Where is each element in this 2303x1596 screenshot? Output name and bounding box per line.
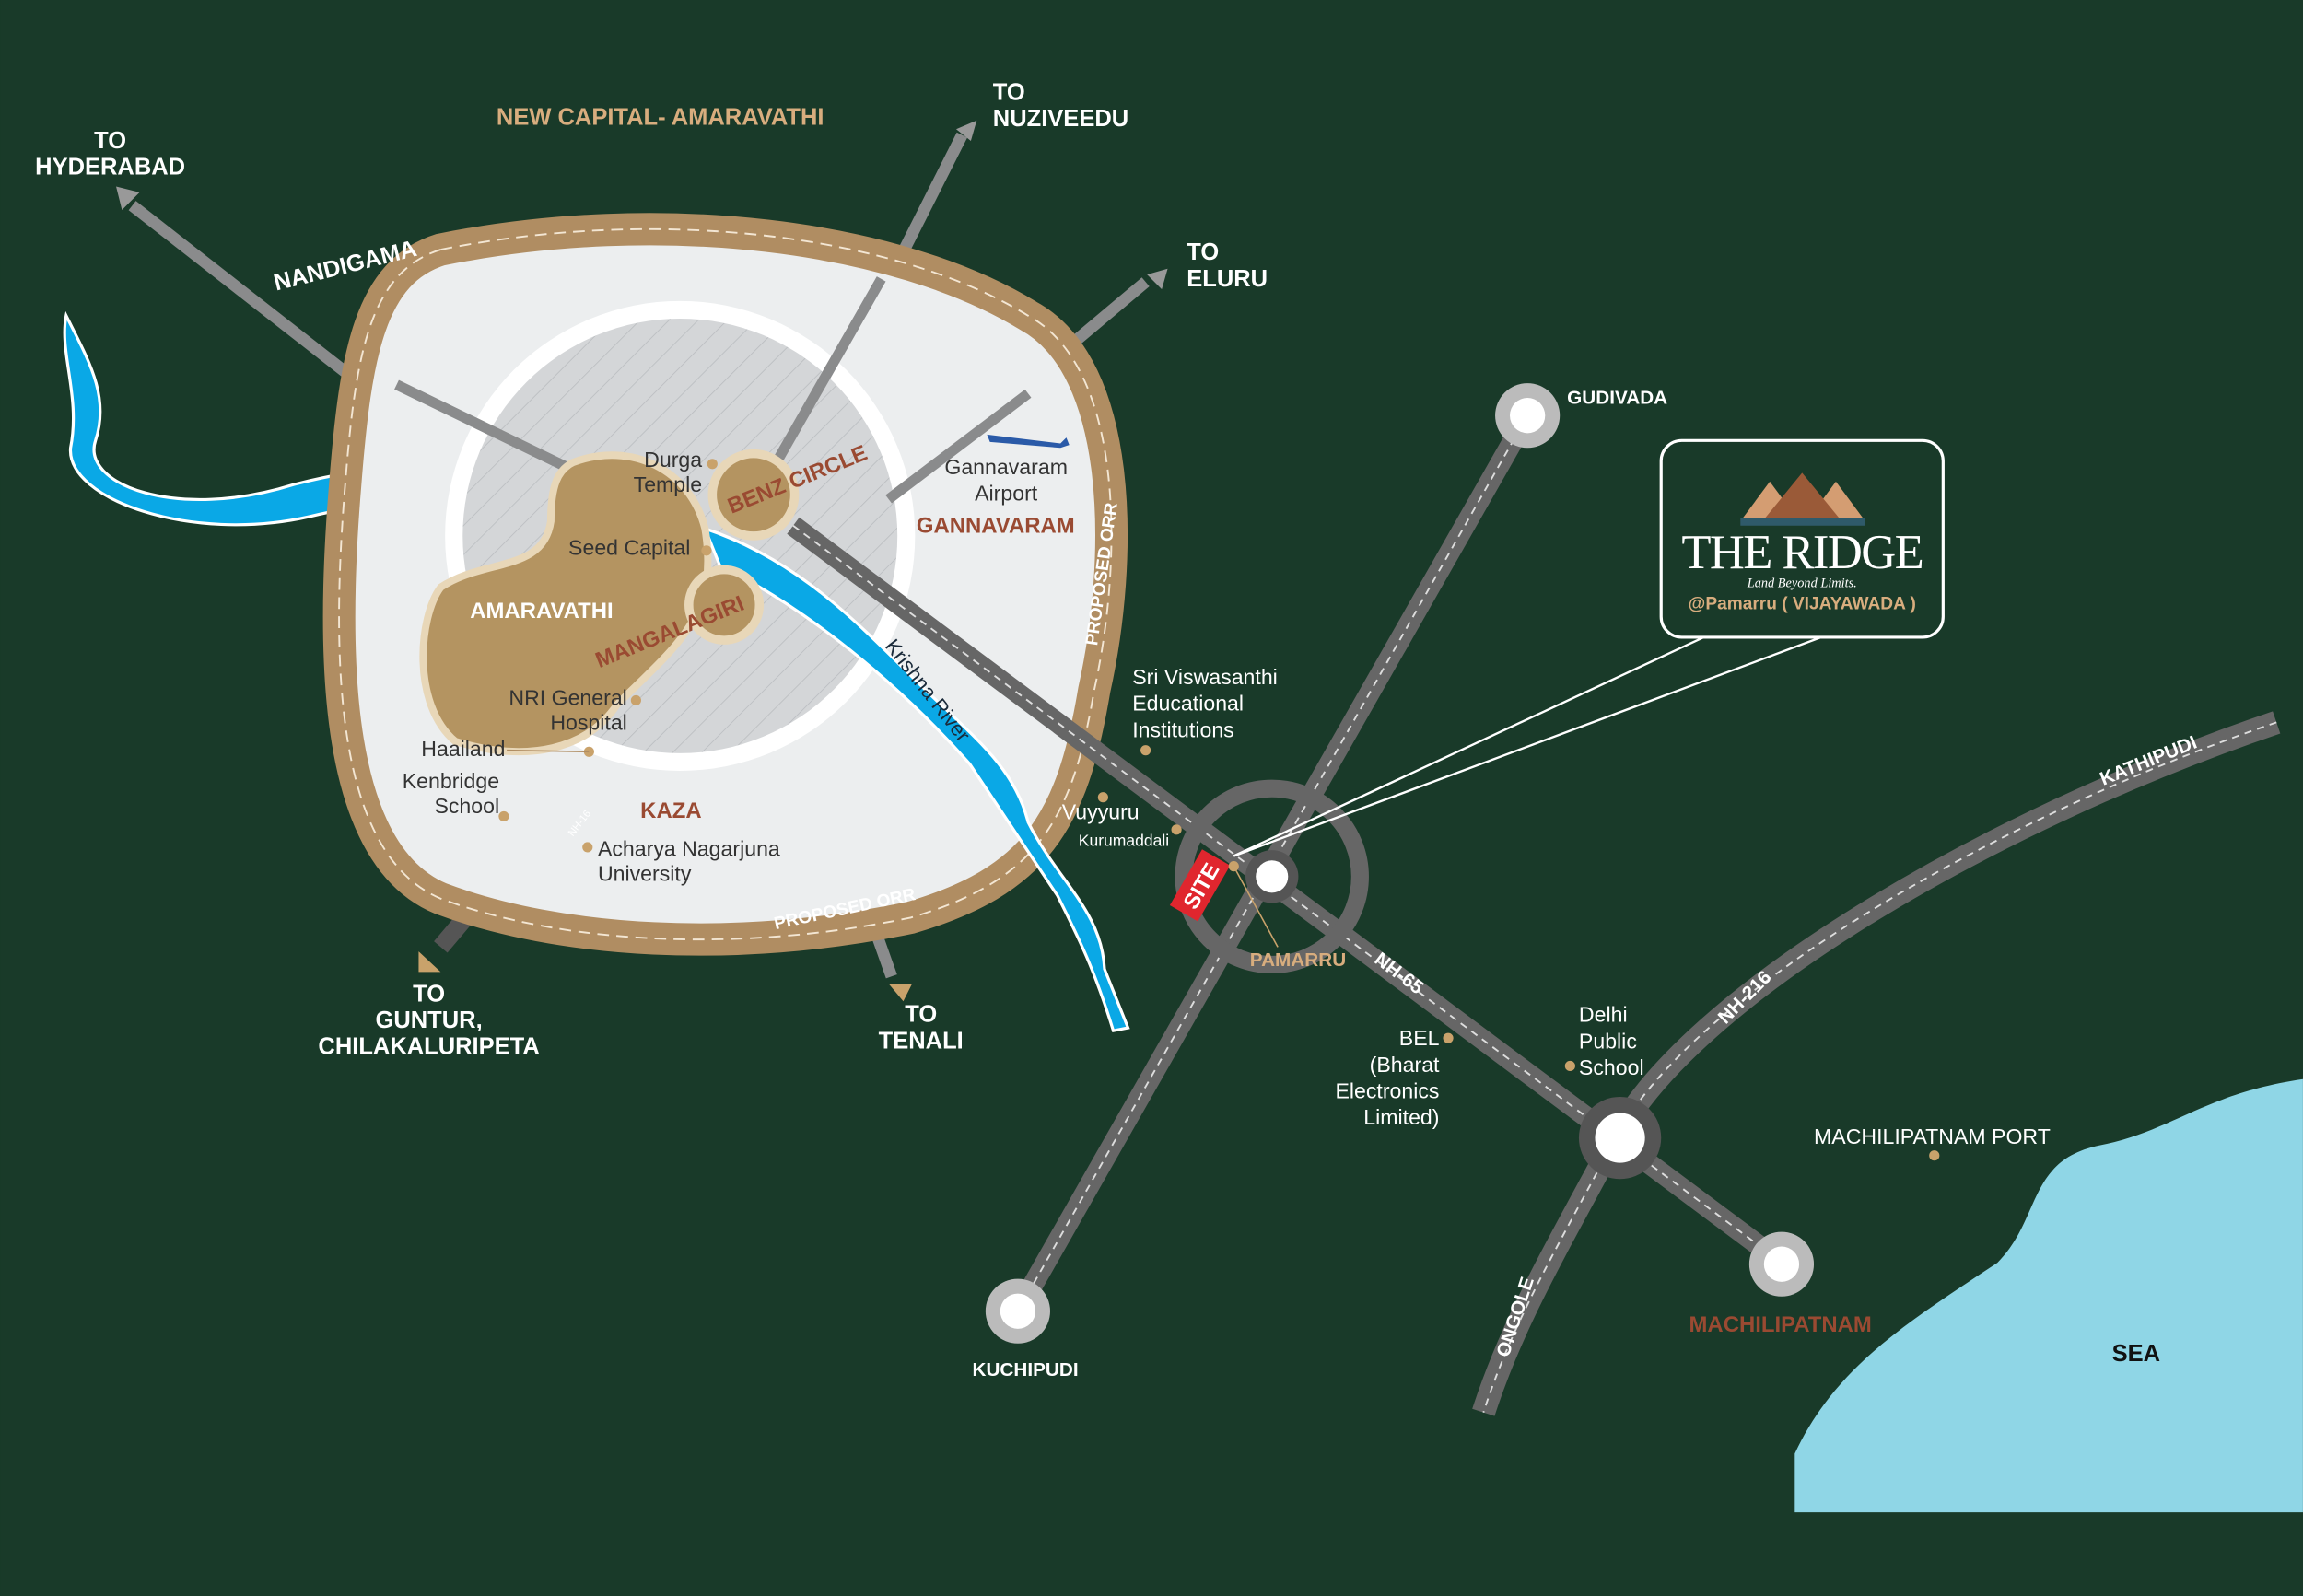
junction-markers: [985, 383, 1815, 1344]
vuyyuru-label: Vuyyuru: [1062, 800, 1140, 824]
map-title: NEW CAPITAL- AMARAVATHI: [497, 105, 824, 131]
sea: [1794, 1078, 2303, 1513]
seed-capital-label: Seed Capital: [568, 536, 690, 560]
mountain-logo-icon: [1740, 472, 1865, 526]
gannavaram-label: GANNAVARAM: [917, 514, 1075, 539]
logo-name: THE RIDGE: [1681, 526, 1923, 579]
amaravathi-region: [419, 451, 712, 756]
kurumaddali-label: Kurumaddali: [1079, 831, 1169, 849]
haailand-label: Haailand: [421, 737, 505, 761]
project-logo-callout[interactable]: THE RIDGE Land Beyond Limits. @Pamarru (…: [1233, 438, 1945, 857]
kuchipudi-label: KUCHIPUDI: [972, 1359, 1078, 1380]
logo-location: @Pamarru ( VIJAYAWADA ): [1689, 595, 1916, 614]
machilipatnam-label: MACHILIPATNAM: [1689, 1312, 1872, 1337]
machilipatnam-port-label: MACHILIPATNAM PORT: [1814, 1124, 2051, 1148]
kaza-label: KAZA: [640, 798, 701, 823]
logo-tagline: Land Beyond Limits.: [1747, 577, 1857, 591]
pamarru-roundabout: [1175, 779, 1369, 974]
pamarru-label: PAMARRU: [1250, 949, 1346, 971]
gudivada-label: GUDIVADA: [1567, 387, 1667, 408]
poi-markers: [498, 459, 1940, 1161]
amaravathi-label: AMARAVATHI: [470, 599, 613, 623]
sea-label: SEA: [2112, 1341, 2160, 1367]
airplane-icon: [987, 434, 1070, 449]
